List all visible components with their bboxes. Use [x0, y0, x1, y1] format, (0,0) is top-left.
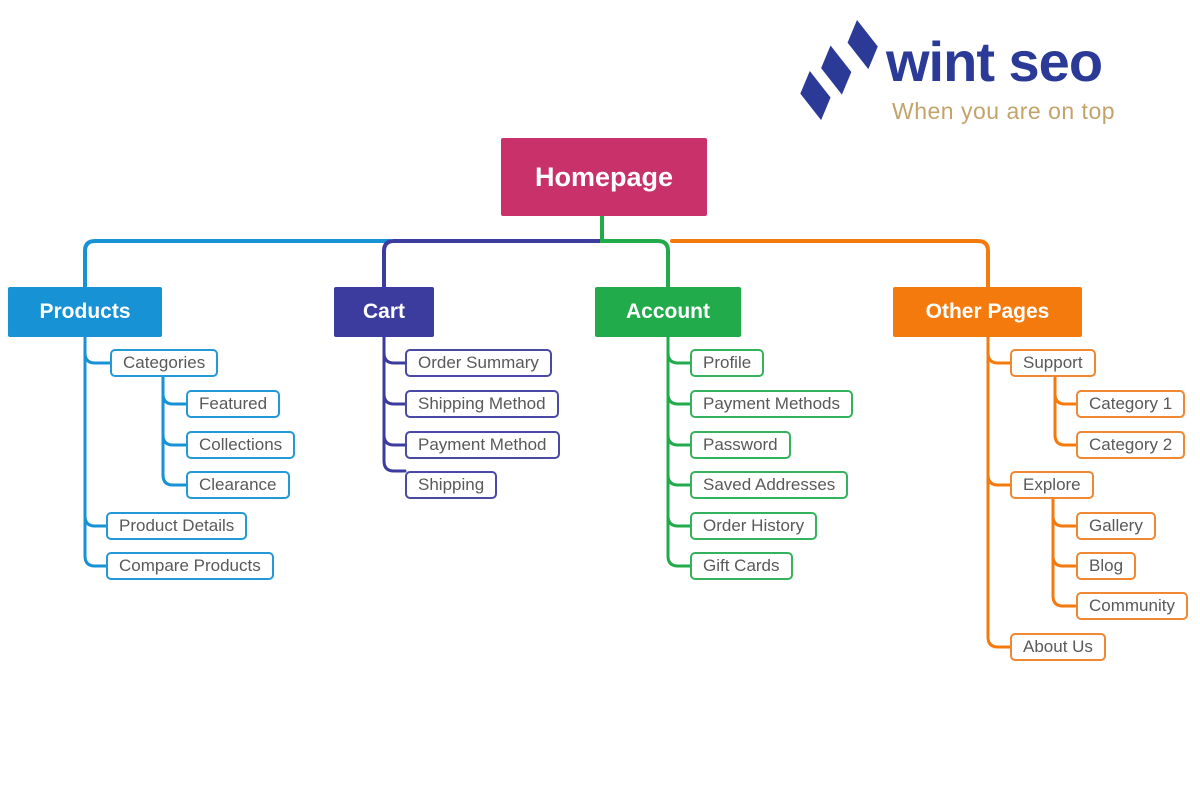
node-compare-products: Compare Products: [106, 552, 274, 580]
node-homepage: Homepage: [501, 138, 707, 216]
node-about-us: About Us: [1010, 633, 1106, 661]
logo-brand-text: wint seo: [886, 30, 1103, 93]
node-payment-methods: Payment Methods: [690, 390, 854, 418]
node-gallery: Gallery: [1076, 512, 1156, 540]
node-saved-addresses: Saved Addresses: [690, 471, 849, 499]
node-profile: Profile: [690, 349, 765, 377]
node-shipping: Shipping: [405, 471, 498, 499]
node-payment-method: Payment Method: [405, 431, 560, 459]
node-categories: Categories: [110, 349, 219, 377]
node-shipping-method: Shipping Method: [405, 390, 559, 418]
node-other-pages: Other Pages: [893, 287, 1082, 337]
node-blog: Blog: [1076, 552, 1137, 580]
node-order-summary: Order Summary: [405, 349, 552, 377]
node-collections: Collections: [186, 431, 296, 459]
node-community: Community: [1076, 592, 1188, 620]
node-gift-cards: Gift Cards: [690, 552, 793, 580]
node-account: Account: [595, 287, 741, 337]
node-cart: Cart: [334, 287, 434, 337]
node-featured: Featured: [186, 390, 281, 418]
node-explore: Explore: [1010, 471, 1094, 499]
node-product-details: Product Details: [106, 512, 248, 540]
node-order-history: Order History: [690, 512, 818, 540]
node-clearance: Clearance: [186, 471, 290, 499]
stacked-parallelograms-icon: [800, 20, 878, 121]
node-password: Password: [690, 431, 791, 459]
node-products: Products: [8, 287, 162, 337]
node-category-2: Category 2: [1076, 431, 1186, 459]
node-support: Support: [1010, 349, 1096, 377]
node-category-1: Category 1: [1076, 390, 1186, 418]
logo-tagline-text: When you are on top: [892, 98, 1116, 124]
logo: wint seo When you are on top: [800, 14, 1170, 126]
